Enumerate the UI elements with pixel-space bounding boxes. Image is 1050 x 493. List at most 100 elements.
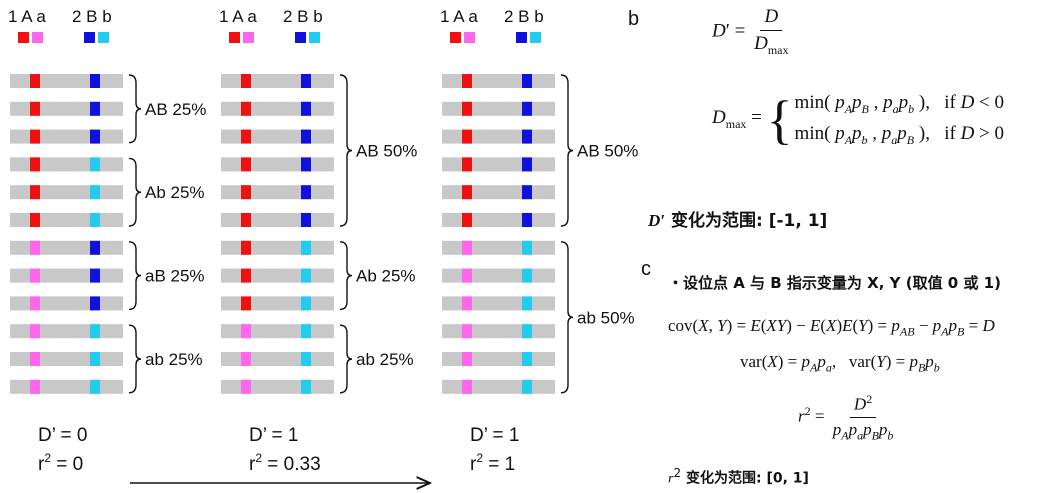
group-brace xyxy=(560,241,574,394)
allele-marker-A xyxy=(241,185,251,200)
chromosome-bar xyxy=(442,185,555,200)
chromosome-bar xyxy=(10,352,123,366)
allele-marker-B xyxy=(90,74,100,88)
allele-marker-b xyxy=(90,185,100,200)
dprime-value: D’ = 1 xyxy=(249,425,298,446)
legend-swatch-A xyxy=(229,32,240,43)
allele-marker-A xyxy=(241,213,251,227)
allele-marker-a xyxy=(30,268,40,283)
legend-swatch-B xyxy=(84,32,95,43)
legend-swatch-A xyxy=(18,32,29,43)
allele-marker-b xyxy=(522,268,532,283)
group-brace xyxy=(128,241,142,311)
group-label: aB 25% xyxy=(145,267,205,286)
allele-marker-b xyxy=(522,352,532,366)
allele-marker-a xyxy=(462,379,472,394)
chromosome-bar xyxy=(10,129,123,144)
allele-marker-a xyxy=(462,324,472,339)
allele-marker-B xyxy=(522,129,532,144)
group-label: ab 50% xyxy=(577,308,635,327)
legend-swatch-A xyxy=(450,32,461,43)
allele-marker-B xyxy=(90,296,100,311)
chromosome-bar xyxy=(10,379,123,394)
legend-swatch-b xyxy=(98,32,109,43)
legend-locus-2: 2 B b xyxy=(504,7,544,26)
chromosome-bar xyxy=(442,296,555,311)
group-brace xyxy=(339,241,353,311)
group-brace xyxy=(339,74,353,227)
chromosome-bar xyxy=(221,101,334,116)
section-b-label: b xyxy=(628,8,640,30)
chromosome-bar xyxy=(10,240,123,255)
chromosome-bar xyxy=(442,213,555,227)
group-label: ab 25% xyxy=(356,350,414,369)
group-label: Ab 25% xyxy=(356,267,416,286)
allele-marker-A xyxy=(241,101,251,116)
allele-marker-B xyxy=(90,129,100,144)
allele-marker-B xyxy=(301,129,311,144)
allele-marker-a xyxy=(241,379,251,394)
allele-marker-a xyxy=(462,268,472,283)
allele-marker-A xyxy=(30,129,40,144)
legend-swatch-b xyxy=(530,32,541,43)
allele-marker-a xyxy=(462,352,472,366)
r2-range: r2 变化为范围: [0, 1] xyxy=(668,466,809,487)
allele-marker-b xyxy=(90,213,100,227)
chromosome-bar xyxy=(442,379,555,394)
legend-locus-1: 1 A a xyxy=(219,7,257,26)
allele-marker-A xyxy=(462,157,472,172)
legend-locus-2: 2 B b xyxy=(72,7,112,26)
allele-marker-B xyxy=(301,74,311,88)
r2-value: r2 = 1 xyxy=(470,451,515,475)
allele-marker-a xyxy=(462,296,472,311)
dprime-value: D’ = 0 xyxy=(38,425,87,446)
r2-value: r2 = 0 xyxy=(38,451,83,475)
allele-marker-B xyxy=(90,101,100,116)
indicator-note: ・设位点 A 与 B 指示变量为 X, Y (取值 0 或 1) xyxy=(668,274,1001,292)
allele-marker-a xyxy=(30,379,40,394)
allele-marker-b xyxy=(522,240,532,255)
allele-marker-a xyxy=(30,324,40,339)
allele-marker-b xyxy=(522,379,532,394)
allele-marker-b xyxy=(522,296,532,311)
chromosome-bar xyxy=(10,101,123,116)
group-brace xyxy=(128,74,142,144)
group-brace xyxy=(128,324,142,394)
allele-marker-b xyxy=(301,296,311,311)
allele-marker-A xyxy=(30,213,40,227)
allele-marker-b xyxy=(90,157,100,172)
allele-marker-b xyxy=(301,240,311,255)
chromosome-bar xyxy=(442,240,555,255)
allele-marker-a xyxy=(30,240,40,255)
chromosome-bar xyxy=(10,296,123,311)
legend-locus-1: 1 A a xyxy=(8,7,46,26)
group-label: AB 50% xyxy=(356,142,417,161)
allele-marker-B xyxy=(90,240,100,255)
allele-marker-A xyxy=(241,296,251,311)
legend-swatch-B xyxy=(516,32,527,43)
chromosome-bar xyxy=(442,74,555,88)
allele-marker-b xyxy=(522,324,532,339)
group-brace xyxy=(339,324,353,394)
allele-marker-A xyxy=(241,129,251,144)
legend-swatch-a xyxy=(32,32,43,43)
chromosome-bar xyxy=(221,157,334,172)
allele-marker-B xyxy=(301,101,311,116)
allele-marker-B xyxy=(301,185,311,200)
allele-marker-A xyxy=(30,157,40,172)
allele-marker-A xyxy=(241,157,251,172)
chromosome-bar xyxy=(442,157,555,172)
legend-locus-1: 1 A a xyxy=(440,7,478,26)
allele-marker-A xyxy=(462,213,472,227)
chromosome-bar xyxy=(221,268,334,283)
allele-marker-B xyxy=(522,74,532,88)
chromosome-bar xyxy=(221,240,334,255)
legend-swatch-a xyxy=(464,32,475,43)
chromosome-bar xyxy=(221,213,334,227)
chromosome-bar xyxy=(221,129,334,144)
chromosome-bar xyxy=(10,157,123,172)
chromosome-bar xyxy=(442,324,555,339)
chromosome-bar xyxy=(442,101,555,116)
